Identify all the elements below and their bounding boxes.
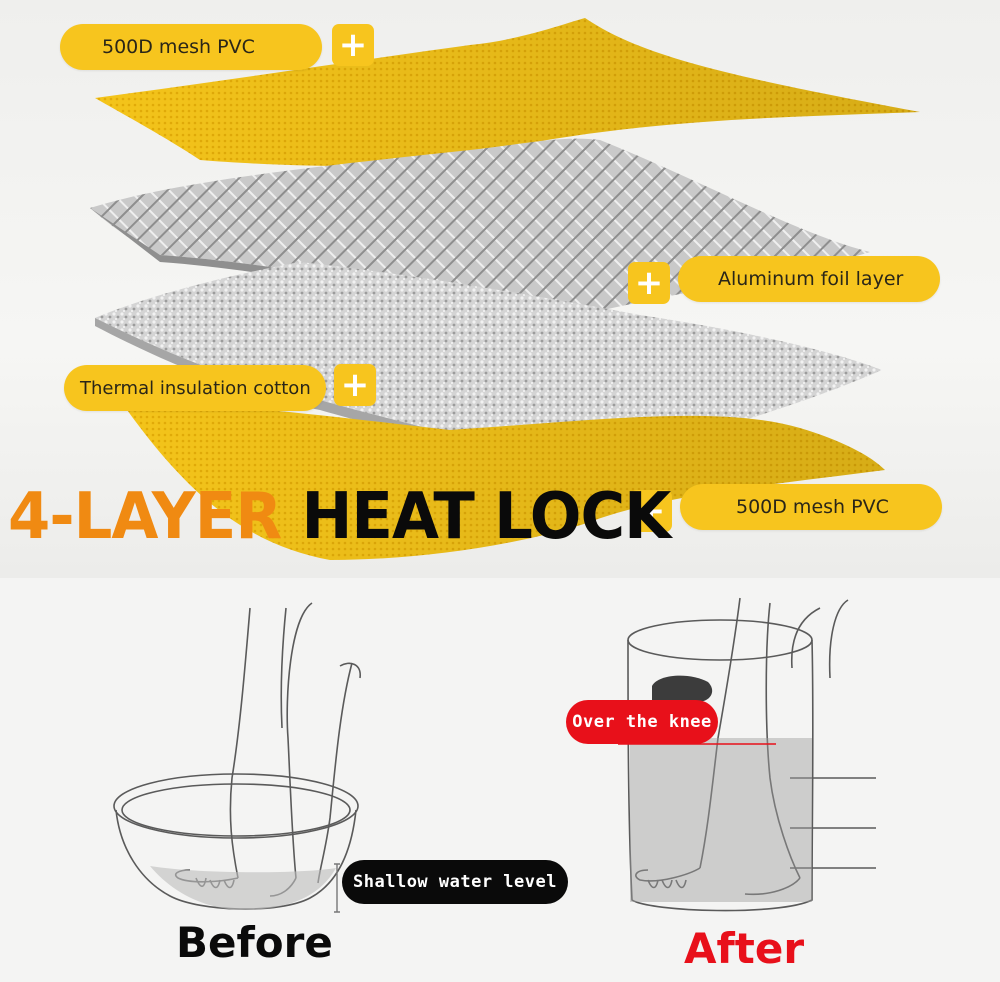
before-caption: Before <box>176 918 333 967</box>
after-tag-label: Over the knee <box>572 712 712 732</box>
headline-heat-lock: HEAT LOCK <box>301 480 671 554</box>
layer-illustration: 500D mesh PVC + + Aluminum foil layer Th… <box>0 0 1000 578</box>
headline: 4-LAYER HEAT LOCK <box>8 480 671 554</box>
top-pvc-callout: 500D mesh PVC <box>60 24 322 70</box>
bottom-pvc-callout: 500D mesh PVC <box>680 484 942 530</box>
foil-callout: Aluminum foil layer <box>678 256 940 302</box>
before-water <box>150 866 336 910</box>
top-pvc-label: 500D mesh PVC <box>102 36 255 58</box>
foil-label: Aluminum foil layer <box>718 268 904 290</box>
after-caption: After <box>684 924 805 973</box>
before-tag: Shallow water level <box>342 860 568 904</box>
headline-count: 4-LAYER <box>8 480 282 554</box>
before-tag-label: Shallow water level <box>353 872 557 892</box>
after-water <box>630 738 812 902</box>
layer-stack-graphic <box>90 18 920 560</box>
comparison-graphic <box>113 597 876 913</box>
foil-layer <box>90 138 870 320</box>
after-illustration <box>627 597 876 912</box>
cotton-plus-icon: + <box>334 364 376 406</box>
bottom-pvc-plus-icon: + <box>630 490 672 532</box>
kneecap-shape <box>652 675 713 702</box>
cotton-label: Thermal insulation cotton <box>80 377 311 399</box>
water-level-bracket <box>334 863 340 913</box>
comparison-section: Over the knee Shallow water level Before… <box>0 578 1000 982</box>
bottom-pvc-label: 500D mesh PVC <box>736 496 889 518</box>
cotton-callout: Thermal insulation cotton <box>64 365 326 411</box>
before-illustration <box>113 602 361 910</box>
after-tag: Over the knee <box>566 700 718 744</box>
foil-plus-icon: + <box>628 262 670 304</box>
top-pvc-plus-icon: + <box>332 24 374 66</box>
